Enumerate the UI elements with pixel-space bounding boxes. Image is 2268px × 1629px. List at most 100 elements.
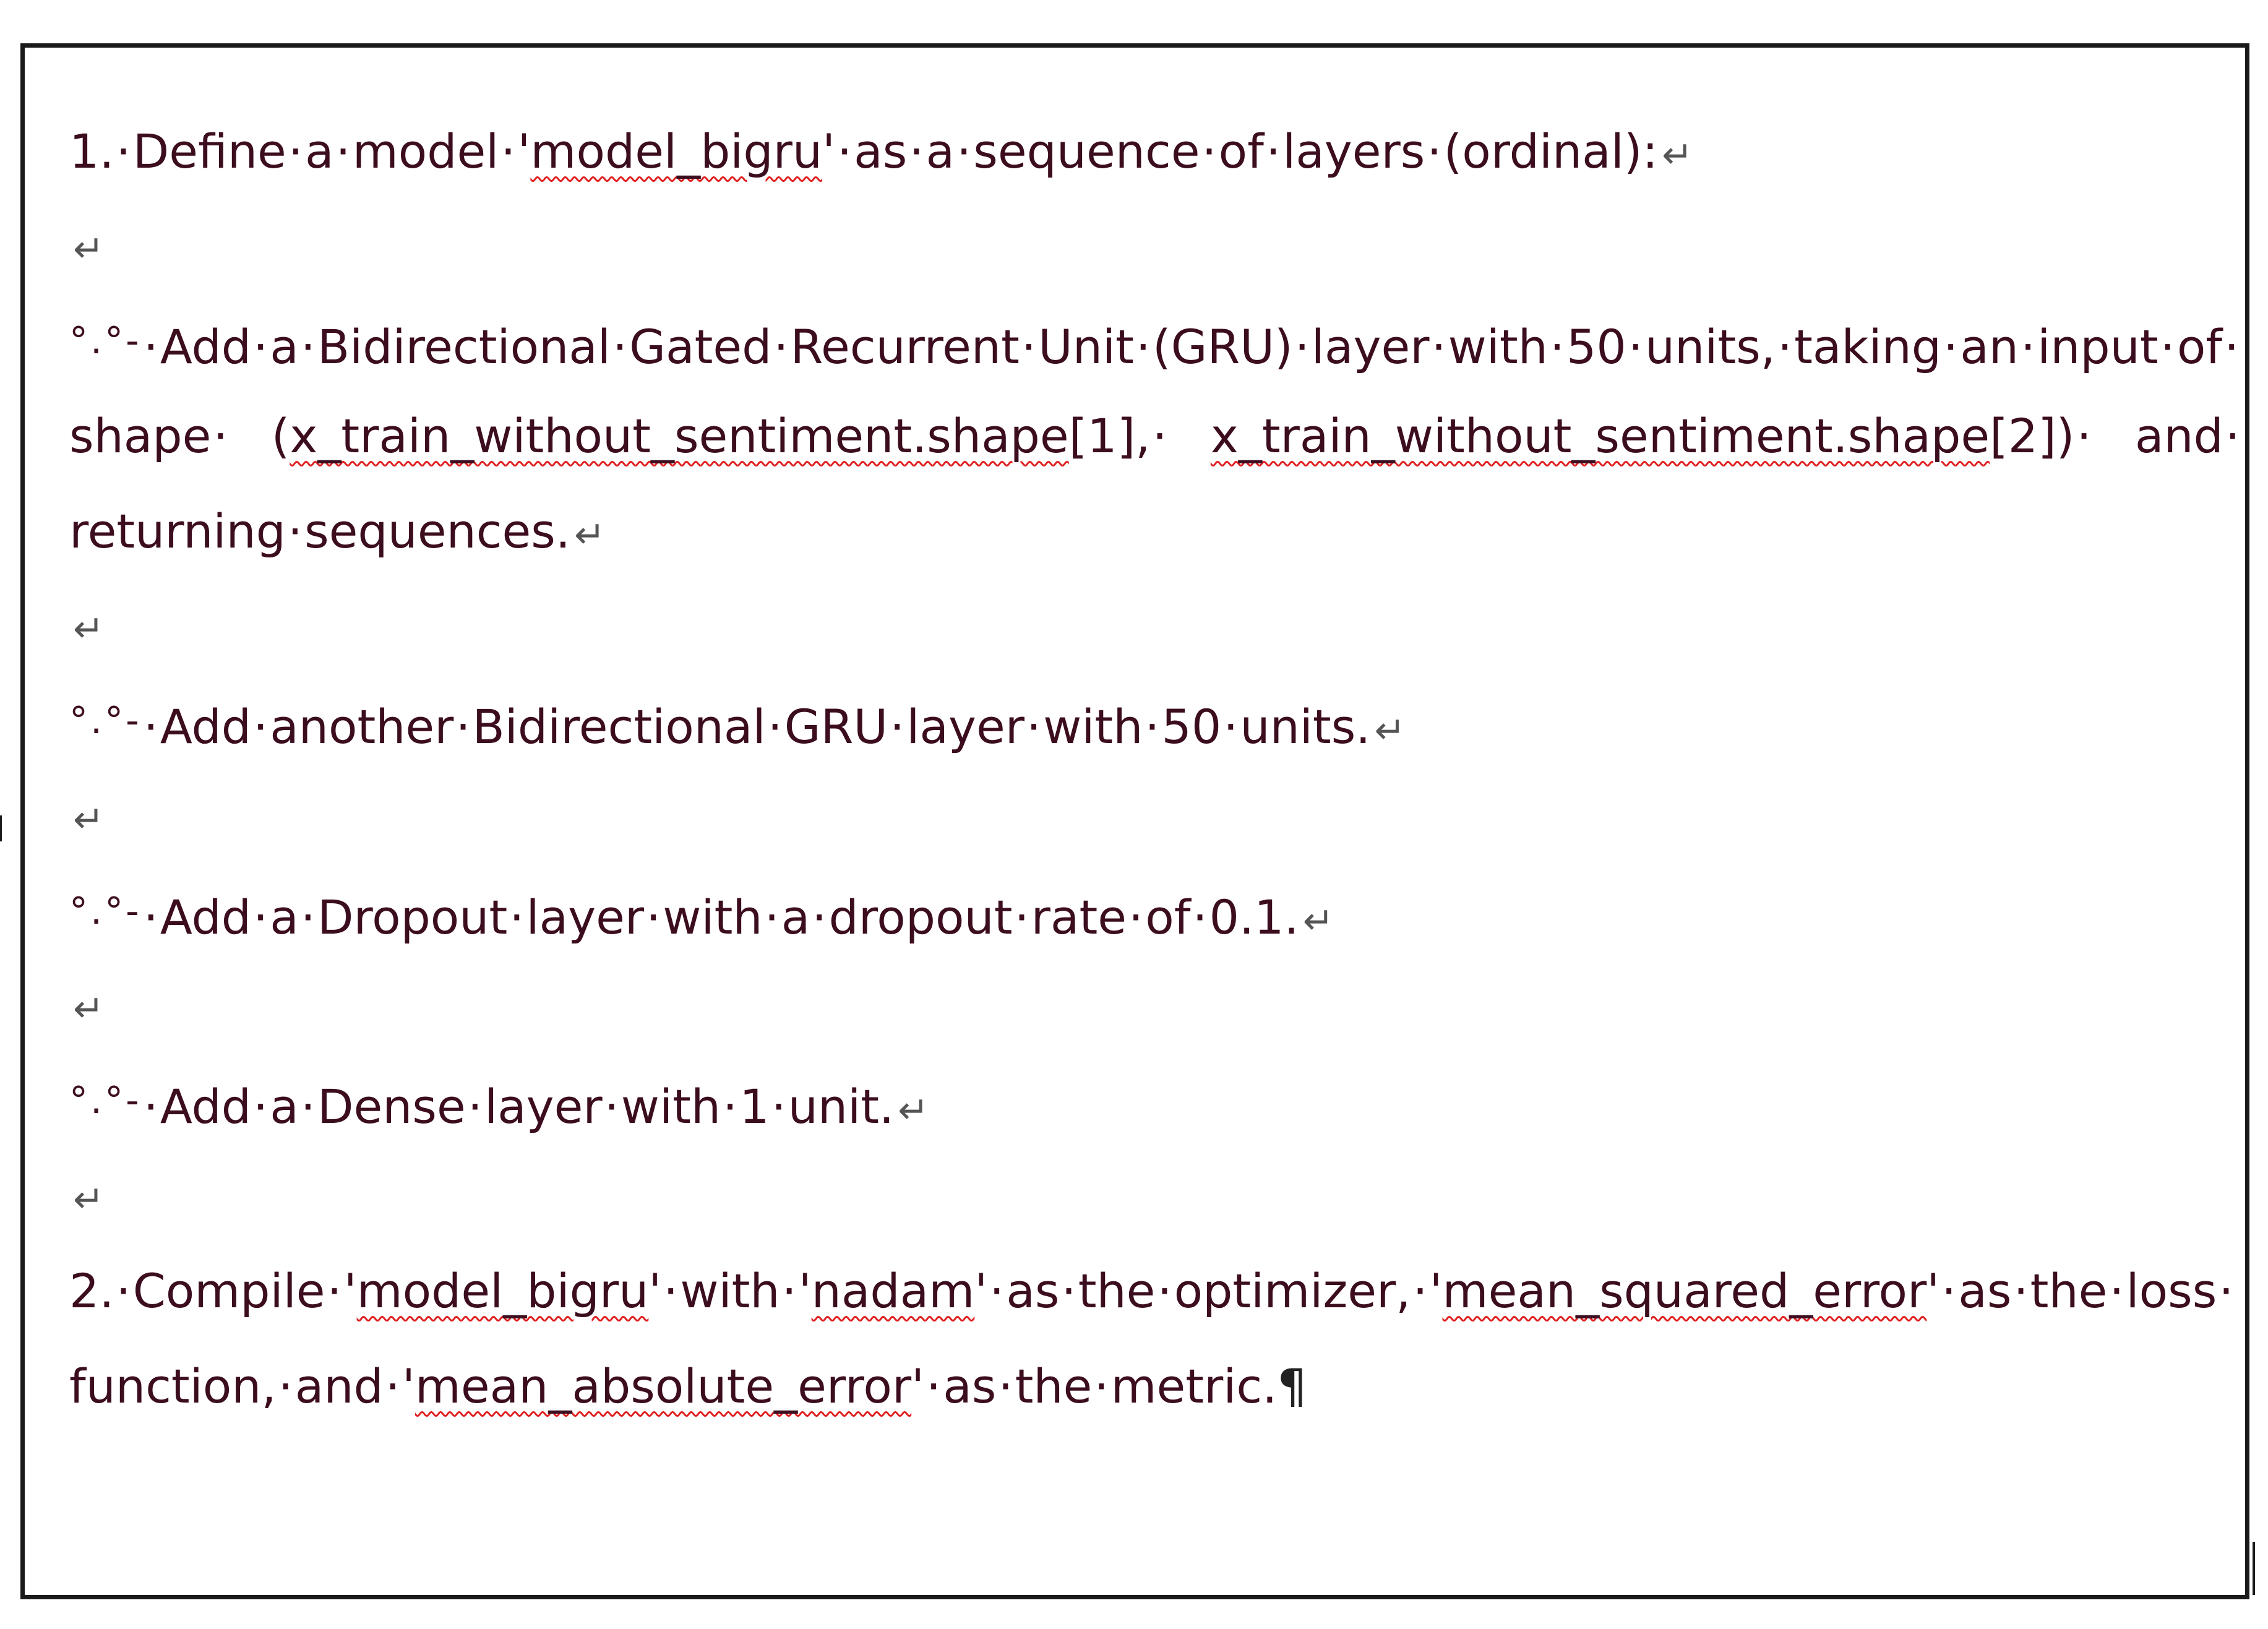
word: layers — [1282, 124, 1425, 179]
resize-handle[interactable] — [2253, 1542, 2255, 1595]
bullet-1-line-1[interactable]: °.°-·Add·a·Bidirectional·Gated·Recurrent… — [69, 304, 2241, 378]
word: (ordinal): — [1443, 124, 1659, 179]
bullet-marker: °.°- — [69, 890, 142, 933]
word: as — [1958, 1263, 2012, 1318]
bullet-2[interactable]: °.°-·Add·another·Bidirectional·GRU·layer… — [69, 684, 1406, 758]
line-break-mark: ↵ — [1302, 900, 1334, 943]
space-mark: · — [1294, 319, 1310, 374]
word: the — [1078, 1263, 1156, 1318]
line-break-mark: ↵ — [73, 228, 105, 271]
spelling-flagged-word[interactable]: x_train_without_sentiment.shape — [290, 408, 1069, 463]
quote-mark: ' — [798, 1263, 812, 1318]
word: layer — [906, 699, 1024, 754]
word: returning — [69, 504, 286, 559]
word: 50 — [1161, 699, 1222, 754]
word: Bidirectional — [472, 699, 766, 754]
word: rate — [1031, 890, 1127, 945]
quote-mark: ' — [974, 1263, 988, 1318]
word: GRU — [784, 699, 888, 754]
word: 1 — [739, 1079, 770, 1134]
space-mark: · — [116, 124, 131, 179]
bullet-4[interactable]: °.°-·Add·a·Dense·layer·with·1·unit.↵ — [69, 1064, 929, 1138]
word: with — [1043, 699, 1143, 754]
paragraph-1-line-1[interactable]: 1.·Define·a·model·'model_bigru'·as·a·seq… — [69, 114, 1693, 189]
word: units. — [1240, 699, 1371, 754]
word: sequences. — [304, 504, 571, 559]
word: 50 — [1566, 319, 1626, 374]
word: ( — [271, 408, 290, 463]
space-mark: · — [989, 1263, 1005, 1318]
word: units, — [1644, 319, 1776, 374]
spelling-flagged-word[interactable]: mean_squared_error — [1442, 1263, 1927, 1318]
space-mark: · — [385, 1359, 400, 1414]
word: of — [1145, 890, 1191, 945]
paragraph-2-line-2[interactable]: function,·and·'mean_absolute_error'·as·t… — [69, 1349, 1307, 1424]
space-mark: · — [1943, 319, 1959, 374]
word: with — [663, 890, 763, 945]
space-mark: · — [2020, 319, 2036, 374]
word: (GRU) — [1152, 319, 1293, 374]
word: Add — [160, 699, 252, 754]
space-mark: · — [663, 1263, 679, 1318]
bullet-3[interactable]: °.°-·Add·a·Dropout·layer·with·a·dropout·… — [69, 874, 1334, 948]
space-mark: · — [1014, 890, 1029, 945]
space-mark: · — [771, 1079, 786, 1134]
space-mark: · — [646, 890, 661, 945]
empty-line[interactable]: ↵ — [69, 779, 104, 853]
space-mark: · — [890, 699, 905, 754]
space-mark: · — [1412, 1263, 1428, 1318]
space-mark: · — [837, 124, 853, 179]
bullet-marker: °.°- — [69, 699, 142, 742]
space-mark: · — [467, 1079, 483, 1134]
space-mark: · — [1094, 1359, 1109, 1414]
line-break-mark: ↵ — [1374, 709, 1406, 752]
word: with — [621, 1079, 721, 1134]
line-break-mark: ↵ — [73, 798, 105, 841]
spelling-flagged-word[interactable]: model_bigru — [530, 124, 823, 179]
space-mark: · — [300, 1079, 316, 1134]
space-mark: · — [143, 1079, 158, 1134]
word: a — [781, 890, 810, 945]
spelling-flagged-word[interactable]: model_bigru — [356, 1263, 649, 1318]
empty-line[interactable]: ↵ — [69, 1159, 104, 1233]
space-mark: · — [773, 319, 789, 374]
word: a — [926, 124, 955, 179]
quote-mark: ' — [822, 124, 835, 179]
word: shape — [69, 408, 212, 463]
word: [2]) — [1990, 408, 2075, 463]
word: unit. — [788, 1079, 895, 1134]
spelling-flagged-word[interactable]: mean_absolute_error — [415, 1359, 912, 1414]
bullet-1-line-2[interactable]: shape· (x_train_without_sentiment.shape[… — [69, 399, 2242, 473]
line-break-mark: ↵ — [898, 1089, 929, 1132]
space-mark: · — [956, 124, 972, 179]
empty-line[interactable]: ↵ — [69, 208, 104, 283]
paragraph-2-line-1[interactable]: 2.·Compile·'model_bigru'·with·'nadam'·as… — [69, 1254, 2236, 1328]
word: of — [1218, 124, 1264, 179]
space-mark: · — [143, 319, 158, 374]
space-mark: · — [253, 1079, 268, 1134]
bullet-1-line-3[interactable]: returning·sequences.↵ — [69, 494, 605, 569]
word: function, — [69, 1359, 277, 1414]
word: layer — [526, 890, 645, 945]
space-mark: · — [1628, 319, 1643, 374]
space-mark: · — [335, 124, 351, 179]
word: as — [1006, 1263, 1060, 1318]
space-mark: · — [253, 890, 268, 945]
word: a — [270, 1079, 299, 1134]
space-mark: · — [1427, 124, 1442, 179]
empty-line[interactable]: ↵ — [69, 968, 104, 1042]
empty-line[interactable]: ↵ — [69, 588, 104, 663]
spelling-flagged-word[interactable]: nadam — [811, 1263, 975, 1318]
text-box[interactable]: 1.·Define·a·model·'model_bigru'·as·a·seq… — [20, 43, 2249, 1599]
line-break-mark: ↵ — [73, 1178, 105, 1221]
word: Add — [160, 319, 252, 374]
space-mark: · — [1128, 890, 1144, 945]
space-mark: · — [1777, 319, 1793, 374]
list-number: 2. — [69, 1263, 114, 1318]
spelling-flagged-word[interactable]: x_train_without_sentiment.shape — [1210, 408, 1990, 463]
space-mark: · — [213, 408, 228, 463]
space-mark: · — [253, 699, 268, 754]
bullet-marker: °.°- — [69, 1079, 142, 1122]
list-number: 1. — [69, 124, 114, 179]
space-mark: · — [2109, 1263, 2124, 1318]
